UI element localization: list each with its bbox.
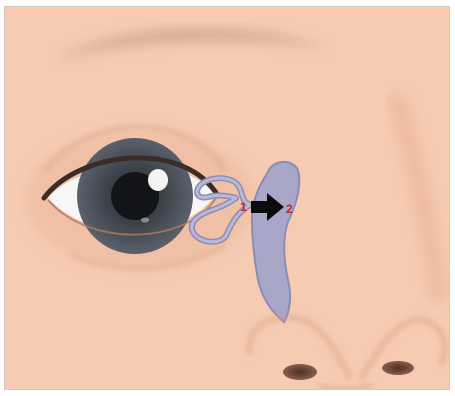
eye-highlight-small [141,218,149,223]
right-nostril [382,361,414,375]
marker-label-start: 1 [240,200,247,214]
left-nostril [283,364,317,380]
eye-highlight [148,169,168,191]
marker-label-end: 2 [286,202,293,216]
